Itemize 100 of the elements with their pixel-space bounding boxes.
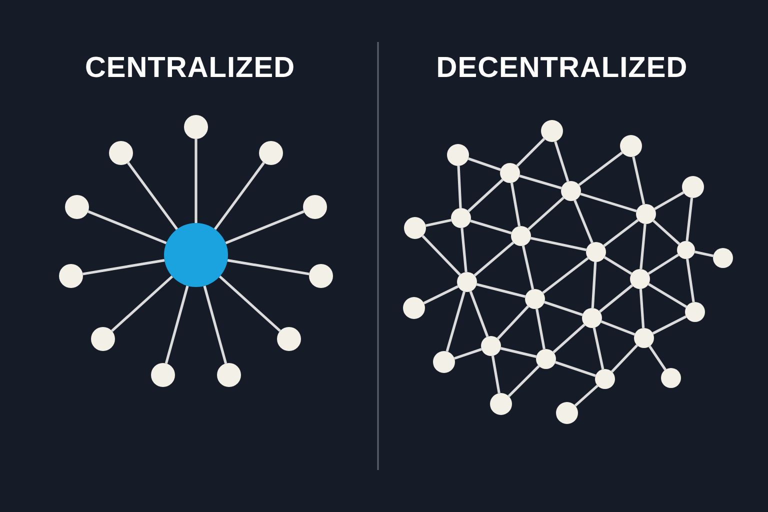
connection-line <box>574 200 594 244</box>
connection-line <box>425 218 452 227</box>
connection-line <box>600 320 636 336</box>
network-node <box>447 144 469 166</box>
connection-line <box>516 138 546 167</box>
network-node <box>661 368 681 388</box>
network-node <box>403 297 425 319</box>
connection-line <box>454 348 482 360</box>
network-node <box>65 195 89 219</box>
connection-line <box>468 157 501 171</box>
network-node <box>630 269 650 289</box>
network-node <box>536 349 556 369</box>
network-node <box>184 115 208 139</box>
network-node <box>586 242 606 262</box>
connection-line <box>111 275 174 332</box>
connection-line <box>474 242 514 276</box>
network-node <box>404 217 426 239</box>
connection-line <box>639 288 645 328</box>
connection-line <box>457 166 462 208</box>
connection-line <box>203 286 228 364</box>
connection-line <box>522 245 534 290</box>
network-node <box>217 363 241 387</box>
network-node <box>303 195 327 219</box>
connection-line <box>598 284 634 313</box>
connection-line <box>476 283 526 298</box>
network-node <box>541 120 563 142</box>
network-node <box>451 208 471 228</box>
connection-line <box>227 259 310 276</box>
connection-line <box>604 256 632 275</box>
connection-line <box>648 283 688 308</box>
connection-line <box>519 174 562 190</box>
connection-line <box>632 156 646 205</box>
network-node <box>525 289 545 309</box>
connection-line <box>555 360 596 378</box>
connection-line <box>610 344 638 373</box>
network-node <box>636 204 656 224</box>
connection-line <box>648 346 666 370</box>
connection-line <box>496 305 530 340</box>
connection-line <box>467 178 504 212</box>
connection-line <box>164 286 189 364</box>
network-node <box>682 176 704 198</box>
connection-line <box>460 228 468 272</box>
connection-line <box>508 365 540 398</box>
hub-node <box>164 223 228 287</box>
connection-line <box>528 196 564 230</box>
connection-line <box>470 220 512 234</box>
network-node <box>309 264 333 288</box>
connection-line <box>88 210 167 244</box>
connection-line <box>640 224 646 270</box>
network-node <box>677 241 695 259</box>
connection-line <box>469 290 489 338</box>
connection-line <box>554 141 570 182</box>
network-node <box>91 327 115 351</box>
network-node <box>561 181 581 201</box>
network-node <box>109 141 133 165</box>
connection-line <box>552 324 586 354</box>
network-node <box>433 351 455 373</box>
network-node <box>595 369 615 389</box>
connection-line <box>654 191 684 210</box>
network-node <box>490 393 512 415</box>
network-node <box>620 135 642 157</box>
connection-line <box>686 258 695 302</box>
network-node <box>582 308 602 328</box>
connection-line <box>591 262 597 308</box>
network-node <box>685 302 705 322</box>
connection-line <box>603 219 639 247</box>
panel-heading: DECENTRALIZED <box>435 52 689 85</box>
connection-line <box>580 192 637 212</box>
network-node <box>59 264 83 288</box>
connection-line <box>127 162 178 230</box>
connection-line <box>592 328 604 370</box>
connection-line <box>491 356 500 394</box>
connection-line <box>544 300 583 316</box>
connection-line <box>225 210 304 244</box>
connection-line <box>530 236 586 252</box>
connection-line <box>82 259 165 276</box>
network-node <box>481 336 501 356</box>
connection-line <box>218 275 281 332</box>
network-node <box>457 272 477 292</box>
connection-line <box>574 384 598 407</box>
connection-line <box>446 291 466 352</box>
network-node <box>500 163 520 183</box>
network-node <box>277 327 301 351</box>
connection-line <box>652 315 687 335</box>
connection-line <box>500 347 537 358</box>
panel-heading: CENTRALIZED <box>84 52 296 85</box>
connection-line <box>578 152 623 186</box>
connection-line <box>542 257 589 294</box>
connection-line <box>536 308 546 350</box>
connection-line <box>694 250 714 258</box>
connection-line <box>422 235 461 276</box>
connection-line <box>214 162 265 230</box>
connection-line <box>194 139 198 223</box>
network-node <box>556 402 578 424</box>
connection-line <box>652 220 680 245</box>
network-node <box>634 328 654 348</box>
connection-line <box>686 198 694 242</box>
network-node <box>259 141 283 165</box>
network-node <box>151 363 175 387</box>
connection-line <box>510 182 521 226</box>
